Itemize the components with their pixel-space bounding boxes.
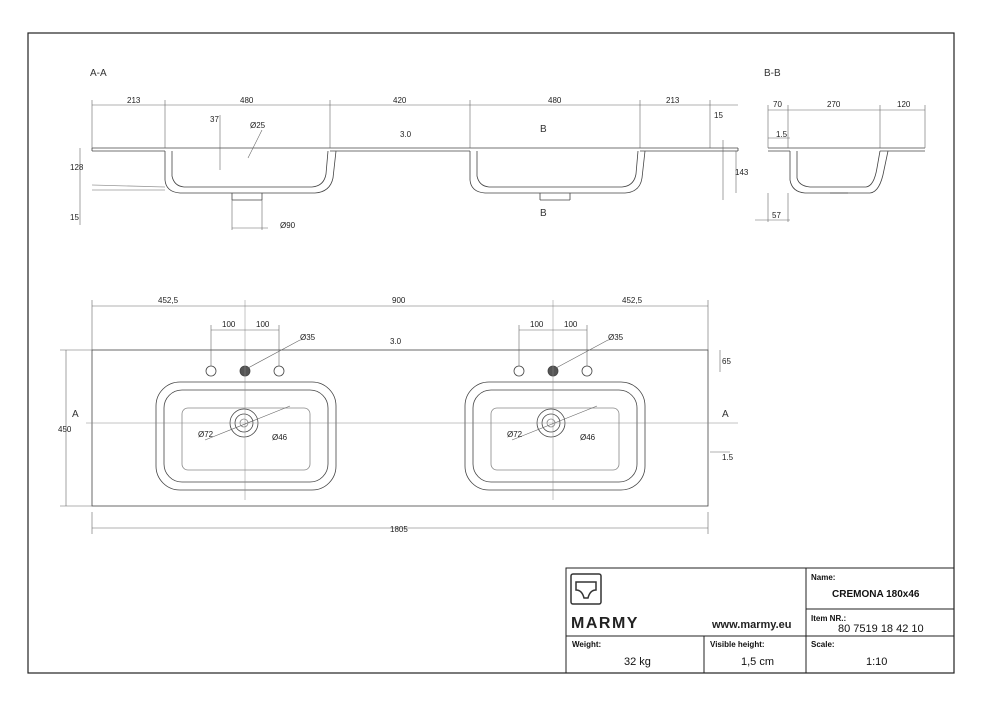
bb-dim-15: 1.5 — [776, 130, 788, 139]
plan-dim-d72-2: Ø72 — [507, 430, 523, 439]
weight-label: Weight: — [572, 640, 601, 649]
name-value: CREMONA 180x46 — [832, 589, 920, 600]
plan-view — [91, 349, 709, 507]
plan-dim-2: 900 — [392, 296, 406, 305]
visible-height-value: 1,5 cm — [741, 656, 774, 668]
section-bb-label: B-B — [764, 68, 781, 79]
visible-height-label: Visible height: — [710, 640, 765, 649]
plan-dim-1: 452,5 — [158, 296, 179, 305]
aa-dim-5: 213 — [666, 96, 680, 105]
bb-dim-57: 57 — [772, 211, 781, 220]
section-aa-view — [91, 147, 739, 201]
bb-dim-labels: 70 270 120 1.5 57 — [772, 100, 911, 220]
plan-tap-dim-3: 100 — [530, 320, 544, 329]
aa-dim-128: 128 — [70, 163, 84, 172]
plan-tap-dim-4: 100 — [564, 320, 578, 329]
cut-b-bottom: B — [540, 208, 547, 219]
plan-dim-d72-1: Ø72 — [198, 430, 214, 439]
plan-dim-d35-2: Ø35 — [608, 333, 624, 342]
plan-dim-d46-2: Ø46 — [580, 433, 596, 442]
plan-dim-65: 65 — [722, 357, 731, 366]
aa-dim-37: 37 — [210, 115, 219, 124]
plan-tap-dim-2: 100 — [256, 320, 270, 329]
aa-dim-labels: 213 480 420 480 213 37 Ø25 3.0 15 128 14… — [70, 96, 749, 230]
weight-value: 32 kg — [624, 656, 651, 668]
plan-tap-dim-1: 100 — [222, 320, 236, 329]
section-aa-dimensions — [79, 100, 738, 230]
plan-dim-3: 452,5 — [622, 296, 643, 305]
aa-dim-d90: Ø90 — [280, 221, 296, 230]
marmy-logo-icon — [570, 573, 602, 605]
aa-dim-15b: 15 — [70, 213, 79, 222]
plan-dim-d35-1: Ø35 — [300, 333, 316, 342]
aa-dim-1: 213 — [127, 96, 141, 105]
item-label: Item NR.: — [811, 614, 846, 623]
aa-dim-2: 480 — [240, 96, 254, 105]
brand-name: MARMY — [571, 615, 639, 632]
aa-dim-15: 15 — [714, 111, 723, 120]
cut-b-top: B — [540, 124, 547, 135]
section-aa-label: A-A — [90, 68, 107, 79]
scale-label: Scale: — [811, 640, 835, 649]
aa-dim-3: 3.0 — [400, 130, 412, 139]
plan-dim-15: 1.5 — [722, 453, 734, 462]
drawing-frame — [27, 32, 955, 674]
bb-dim-3: 120 — [897, 100, 911, 109]
aa-dim-143: 143 — [735, 168, 749, 177]
scale-value: 1:10 — [866, 656, 887, 668]
plan-dim-labels: 452,5 900 452,5 100 100 100 100 Ø35 Ø35 … — [58, 296, 734, 534]
plan-dim-450: 450 — [58, 425, 72, 434]
plan-dim-3: 3.0 — [390, 337, 402, 346]
aa-dim-3: 420 — [393, 96, 407, 105]
cut-a-right: A — [722, 409, 729, 420]
plan-dim-d46-1: Ø46 — [272, 433, 288, 442]
item-value: 80 7519 18 42 10 — [838, 623, 924, 635]
aa-dim-d25: Ø25 — [250, 121, 266, 130]
section-bb-view — [768, 147, 925, 194]
bb-dim-2: 270 — [827, 100, 841, 109]
brand-website: www.marmy.eu — [711, 619, 791, 631]
plan-centerlines — [86, 300, 738, 500]
title-block — [565, 567, 955, 674]
name-label: Name: — [811, 573, 835, 582]
cut-a-left: A — [72, 409, 79, 420]
plan-dim-total: 1805 — [390, 525, 408, 534]
bb-dim-1: 70 — [773, 100, 782, 109]
plan-dimensions — [60, 300, 730, 534]
section-bb-dimensions — [755, 105, 926, 222]
aa-dim-4: 480 — [548, 96, 562, 105]
